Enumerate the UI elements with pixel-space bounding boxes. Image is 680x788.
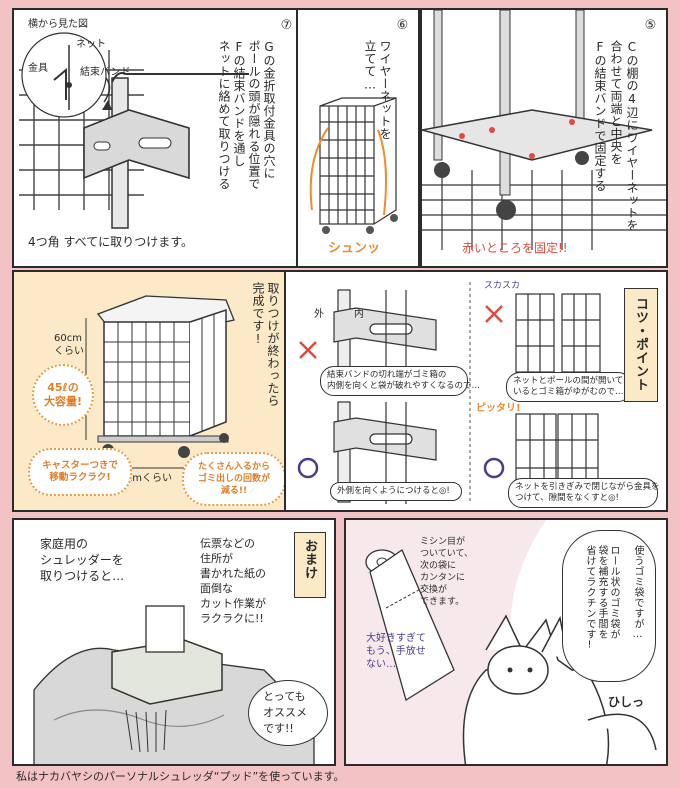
panel-tips: 外 内 結束バンドの切れ端がゴミ箱の 内側を向くと袋が破れやすくなるので… 外側… [284, 270, 668, 512]
band-label: 結束バンド [80, 67, 131, 78]
sfx-shun: シュンッ [328, 241, 381, 256]
step-6-instruction: ワイヤーネットを 立てて… [363, 40, 392, 140]
roll-text: 使うゴミ袋ですが… ロール状のゴミ袋が 袋を補充する手間を 省けてラクチンです! [584, 545, 643, 651]
sfx-pittari: ピッタリ! [476, 403, 521, 414]
capacity-badge: 45ℓの 大容量! [32, 364, 94, 426]
net-label: ネット [76, 39, 106, 50]
in-label: 内 [354, 309, 364, 320]
roll-text-bubble: 使うゴミ袋ですが… ロール状のゴミ袋が 袋を補充する手間を 省けてラクチンです! [562, 530, 656, 682]
omake-text-2: 伝票などの 住所が 書かれた紙の 面倒な カット作業が ラクラクに!! [200, 537, 266, 625]
omake-text-3: とっても オススメ です!! [263, 690, 307, 735]
tips-title-box: コツ・ポイント [624, 288, 658, 402]
bracket-illustration [19, 32, 249, 229]
sfx-hishi: ひしっ [608, 695, 645, 709]
bad-tip-2: ネットとポールの間が開いて いるとゴミ箱がゆがむので… [506, 372, 632, 402]
step-7-instruction: Gの金折取付金具の穴に ポールの頭が隠れる位置で Fの結束バンドを通し ネットに… [217, 40, 276, 190]
bad-tip-1: 結束バンドの切れ端がゴミ箱の 内側を向くと袋が破れやすくなるので… [320, 366, 480, 396]
omake-title: おまけ [302, 539, 317, 580]
step-number: ⑥ [395, 18, 410, 34]
omake-title-box: おまけ [294, 532, 326, 598]
complete-text: 取りつけが終わったら 完成です! [251, 282, 280, 407]
panel-step-6: ⑥ ワイヤーネットを 立てて… シュンッ [296, 8, 420, 268]
shelf-illustration [422, 10, 666, 250]
height-label: 60cm くらい [54, 333, 84, 357]
sfx-sukasuka: スカスカ [484, 281, 521, 291]
caster-badge: キャスターつきで 移動ラクラク! [28, 448, 132, 496]
step-7-caption: 4つ角 すべてに取りつけます。 [28, 235, 194, 249]
side-view-label: 横から見た図 [28, 19, 88, 30]
fewer-trips-badge: たくさん入るから ゴミ出しの回数が 減る!! [182, 452, 286, 506]
out-label: 外 [314, 309, 324, 320]
panel-step-5: ⑤ Cの棚の4辺にワイヤーネットを 合わせて両端と中央を Fの結束バンドで固定す… [420, 8, 668, 268]
good-tip-1: 外側を向くようにつけると◎! [330, 482, 462, 501]
panel-step-7: 横から見た図 ネット 金具 結束バンド ⑦ Gの金折取付金具の穴に ポールの頭が… [12, 8, 304, 268]
net-standing-illustration [309, 97, 398, 234]
bracket-label: 金具 [28, 63, 48, 74]
tips-title: コツ・ポイント [633, 297, 648, 392]
roll-bag-illustration [346, 520, 657, 764]
shredder-illustration [33, 605, 315, 764]
omake-text-1: 家庭用の シュレッダーを 取りつけると… [40, 537, 125, 583]
omake-bubble: とっても オススメ です!! [248, 680, 328, 746]
panel-complete: 60cm くらい 45cmくらい 45ℓの 大容量! キャスターつきで 移動ラク… [12, 270, 292, 512]
panel-omake: 家庭用の シュレッダーを 取りつけると… 伝票などの 住所が 書かれた紙の 面倒… [12, 518, 336, 766]
perforation-note: ミシン目が ついていて、 次の袋に カンタンに 交換が できます。 [420, 537, 474, 607]
step-number: ⑤ [643, 18, 658, 34]
step-5-caption: 赤いところを固定!! [462, 241, 568, 255]
fox-text: 大好きすぎて もう、手放せ ない… [366, 633, 426, 670]
step-5-instruction: Cの棚の4辺にワイヤーネットを 合わせて両端と中央を Fの結束バンドで固定する [593, 40, 639, 232]
panel-roll-bags: ミシン目が ついていて、 次の袋に カンタンに 交換が できます。 大好きすぎて… [344, 518, 668, 766]
good-tip-2: ネットを引きぎみで閉じながら金具を つけて、隙間をなくすと◎! [508, 478, 660, 508]
footer-caption: 私はナカバヤシのパーソナルシュレッダ“プッド”を使っています。 [16, 770, 345, 783]
width-label: 45cmくらい [114, 473, 172, 484]
step-number: ⑦ [279, 18, 294, 34]
